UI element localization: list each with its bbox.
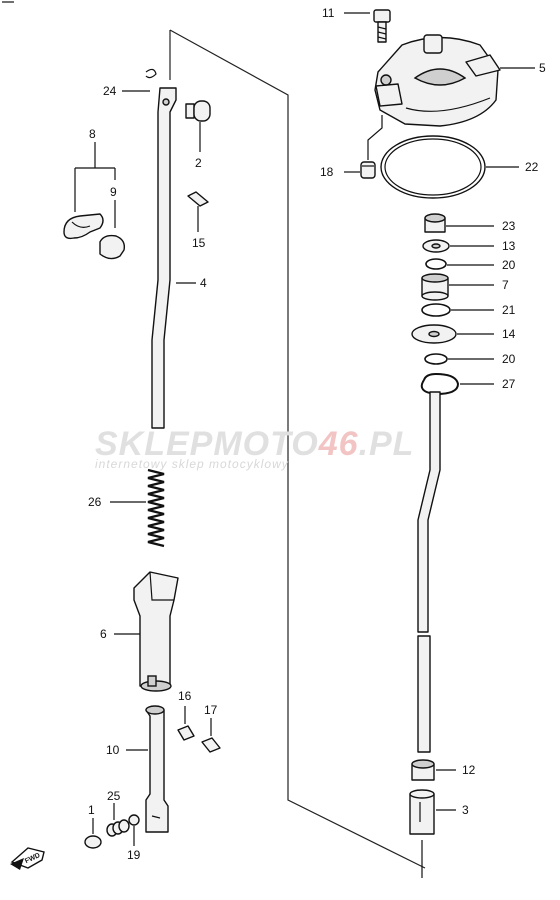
- callout-8: 8: [89, 127, 96, 141]
- leader-8: [74, 142, 116, 212]
- part-15-pin: [187, 191, 209, 207]
- callout-20-lower: 20: [502, 352, 516, 366]
- callout-13: 13: [502, 239, 516, 253]
- part-24-clip: [145, 68, 157, 79]
- part-7-seal: [421, 273, 449, 301]
- callout-12: 12: [462, 763, 476, 777]
- fwd-arrow-icon: FWD: [10, 847, 45, 870]
- callout-25: 25: [107, 789, 121, 803]
- assembly-outline: [169, 29, 426, 869]
- callout-16: 16: [178, 689, 192, 703]
- leader-18-path: [367, 115, 383, 160]
- part-23-bushing: [424, 213, 446, 233]
- callout-10: 10: [106, 743, 120, 757]
- callout-14: 14: [502, 327, 516, 341]
- callout-21: 21: [502, 303, 516, 317]
- part-13-washer: [422, 239, 450, 253]
- part-3-sleeve: [409, 789, 435, 835]
- callout-7: 7: [502, 278, 509, 292]
- part-6-tube: [133, 571, 179, 692]
- part-2-pin: [185, 100, 211, 122]
- watermark-tagline: internetowy sklep motocyklowy: [95, 457, 289, 471]
- part-20-oring-upper: [425, 258, 447, 270]
- part-11-bolt: [373, 9, 391, 43]
- callout-2: 2: [195, 156, 202, 170]
- callout-20-upper: 20: [502, 258, 516, 272]
- part-22-oring: [380, 135, 486, 199]
- callout-9: 9: [110, 185, 117, 199]
- watermark: SKLEPMOTO46.PL internetowy sklep motocyk…: [95, 425, 414, 471]
- callout-22: 22: [525, 160, 539, 174]
- callout-24: 24: [103, 84, 117, 98]
- part-17-pin: [201, 737, 221, 753]
- part-18-plug: [360, 161, 376, 179]
- part-12-nut: [411, 759, 435, 781]
- part-14-washer: [411, 324, 457, 344]
- callout-5: 5: [539, 61, 546, 75]
- part-9-cap: [99, 234, 126, 260]
- callout-1: 1: [88, 803, 95, 817]
- part-27-circlip: [420, 372, 460, 396]
- callout-17: 17: [204, 703, 218, 717]
- part-10-shaft: [145, 705, 169, 833]
- part-1-plug: [84, 835, 102, 849]
- part-25-spring: [106, 819, 130, 837]
- callout-15: 15: [192, 236, 206, 250]
- callout-4: 4: [200, 276, 207, 290]
- part-right-rod: [417, 391, 441, 753]
- watermark-brand: SKLEPMOTO46.PL: [95, 425, 414, 463]
- callout-23: 23: [502, 219, 516, 233]
- part-8-clip: [63, 213, 104, 240]
- part-20-oring-lower: [424, 353, 448, 365]
- callout-6: 6: [100, 627, 107, 641]
- callout-19: 19: [127, 848, 141, 862]
- callout-11: 11: [322, 6, 335, 20]
- part-21-oring: [421, 303, 451, 317]
- part-16-pin: [177, 725, 195, 741]
- callout-26: 26: [88, 495, 102, 509]
- part-4-rod: [151, 87, 177, 429]
- part-19-ball: [128, 814, 140, 826]
- callout-27: 27: [502, 377, 516, 391]
- callout-18: 18: [320, 165, 334, 179]
- callout-3: 3: [462, 803, 469, 817]
- part-26-spring: [147, 468, 165, 548]
- part-5-cover: [374, 34, 501, 127]
